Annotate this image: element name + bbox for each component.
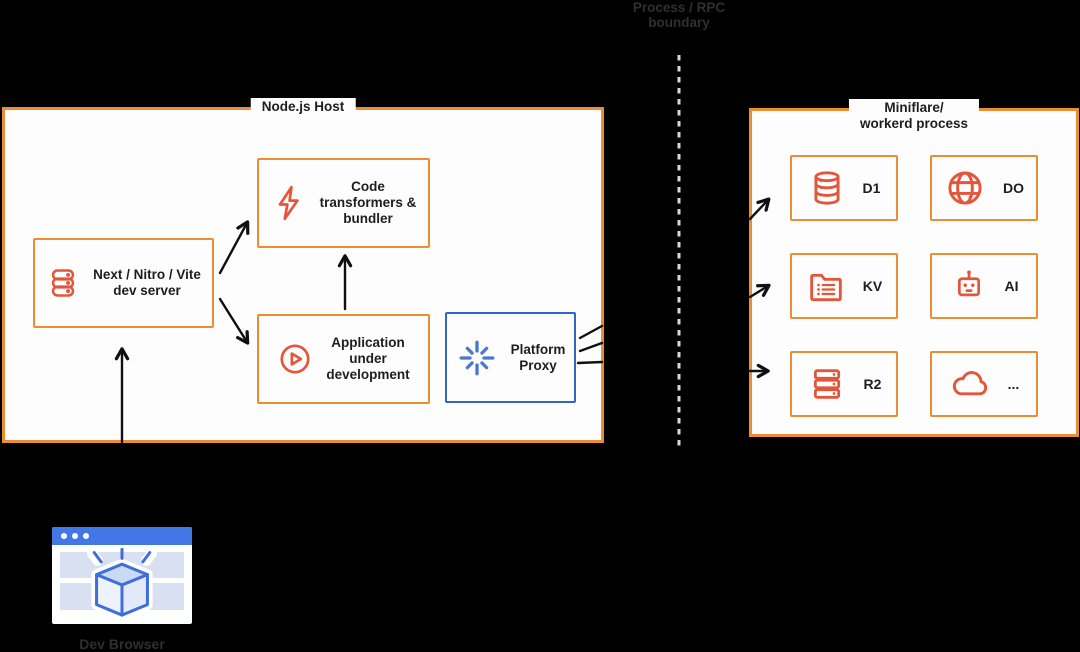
- play-circle-icon: [280, 344, 310, 374]
- dev-server-label-line1: Next / Nitro / Vite: [93, 267, 201, 282]
- code-transformers-label-line3: bundler: [343, 211, 393, 226]
- dev-server-card: Next / Nitro / Vite dev server: [33, 238, 214, 328]
- cloud-icon: [952, 371, 987, 396]
- application-label-line2: under: [349, 351, 387, 366]
- window-dot-3: [83, 533, 89, 539]
- boundary-label-line1: Process / RPC: [632, 0, 726, 15]
- service-card-d1: D1: [790, 155, 898, 221]
- browser-title-bar: [52, 527, 192, 545]
- platform-proxy-label-line1: Platform: [510, 341, 566, 357]
- window-dot-2: [72, 533, 78, 539]
- lightning-icon: [278, 185, 299, 221]
- robot-icon: [957, 270, 980, 297]
- service-card-other: ...: [930, 351, 1038, 417]
- boundary-label: Process / RPC boundary: [633, 0, 725, 30]
- browser-window-icon: [52, 527, 192, 624]
- workerd-group: Miniflare/ workerd process D1: [749, 99, 1079, 437]
- boundary-label-line2: boundary: [648, 15, 710, 30]
- dev-browser-label: Dev Browser: [79, 636, 165, 652]
- spinner-burst-icon: [459, 340, 495, 375]
- application-card: Application under development: [257, 314, 430, 404]
- server-stack-icon: [813, 369, 840, 399]
- service-label-ellipsis: ...: [1007, 376, 1020, 392]
- platform-proxy-card: Platform Proxy: [445, 312, 576, 403]
- service-label-r2: R2: [863, 376, 882, 392]
- application-label-line1: Application: [331, 335, 405, 350]
- folder-icon: [810, 273, 842, 302]
- service-card-r2: ... R2: [790, 351, 898, 417]
- workerd-group-label: Miniflare/ workerd process: [848, 99, 980, 132]
- code-transformers-label-line1: Code: [351, 179, 385, 194]
- workerd-group-label-line2: workerd process: [859, 115, 969, 131]
- d1-database-icon: [814, 171, 840, 205]
- service-label-kv: KV: [862, 278, 883, 294]
- platform-proxy-label: Platform Proxy: [511, 342, 566, 374]
- service-card-kv: KV: [790, 253, 898, 319]
- cube-icon: [87, 548, 157, 621]
- service-label-d1: D1: [862, 180, 881, 196]
- service-card-ai: AI: [930, 253, 1038, 319]
- window-dot-1: [61, 533, 67, 539]
- code-transformers-label: Code transformers & bundler: [320, 179, 417, 227]
- service-card-do: DO: [930, 155, 1038, 221]
- workerd-group-label-line1: Miniflare/: [884, 100, 944, 115]
- service-label-do: DO: [1003, 180, 1024, 196]
- service-label-ai: AI: [1004, 278, 1019, 294]
- node-host-group-label-text: Node.js Host: [261, 99, 345, 114]
- database-icon: [51, 269, 75, 297]
- node-host-group-label: Node.js Host: [250, 98, 356, 116]
- globe-icon: [948, 171, 982, 205]
- code-transformers-card: Code transformers & bundler: [257, 158, 430, 248]
- node-host-group: Node.js Host Next / Nitro / Vite dev ser…: [2, 98, 604, 443]
- code-transformers-label-line2: transformers &: [319, 195, 417, 210]
- dev-server-label-line2: dev server: [113, 283, 181, 298]
- application-label: Application under development: [326, 335, 409, 383]
- dev-server-label: Next / Nitro / Vite dev server: [93, 267, 201, 299]
- platform-proxy-label-line2: Proxy: [519, 357, 557, 373]
- application-label-line3: development: [326, 367, 410, 382]
